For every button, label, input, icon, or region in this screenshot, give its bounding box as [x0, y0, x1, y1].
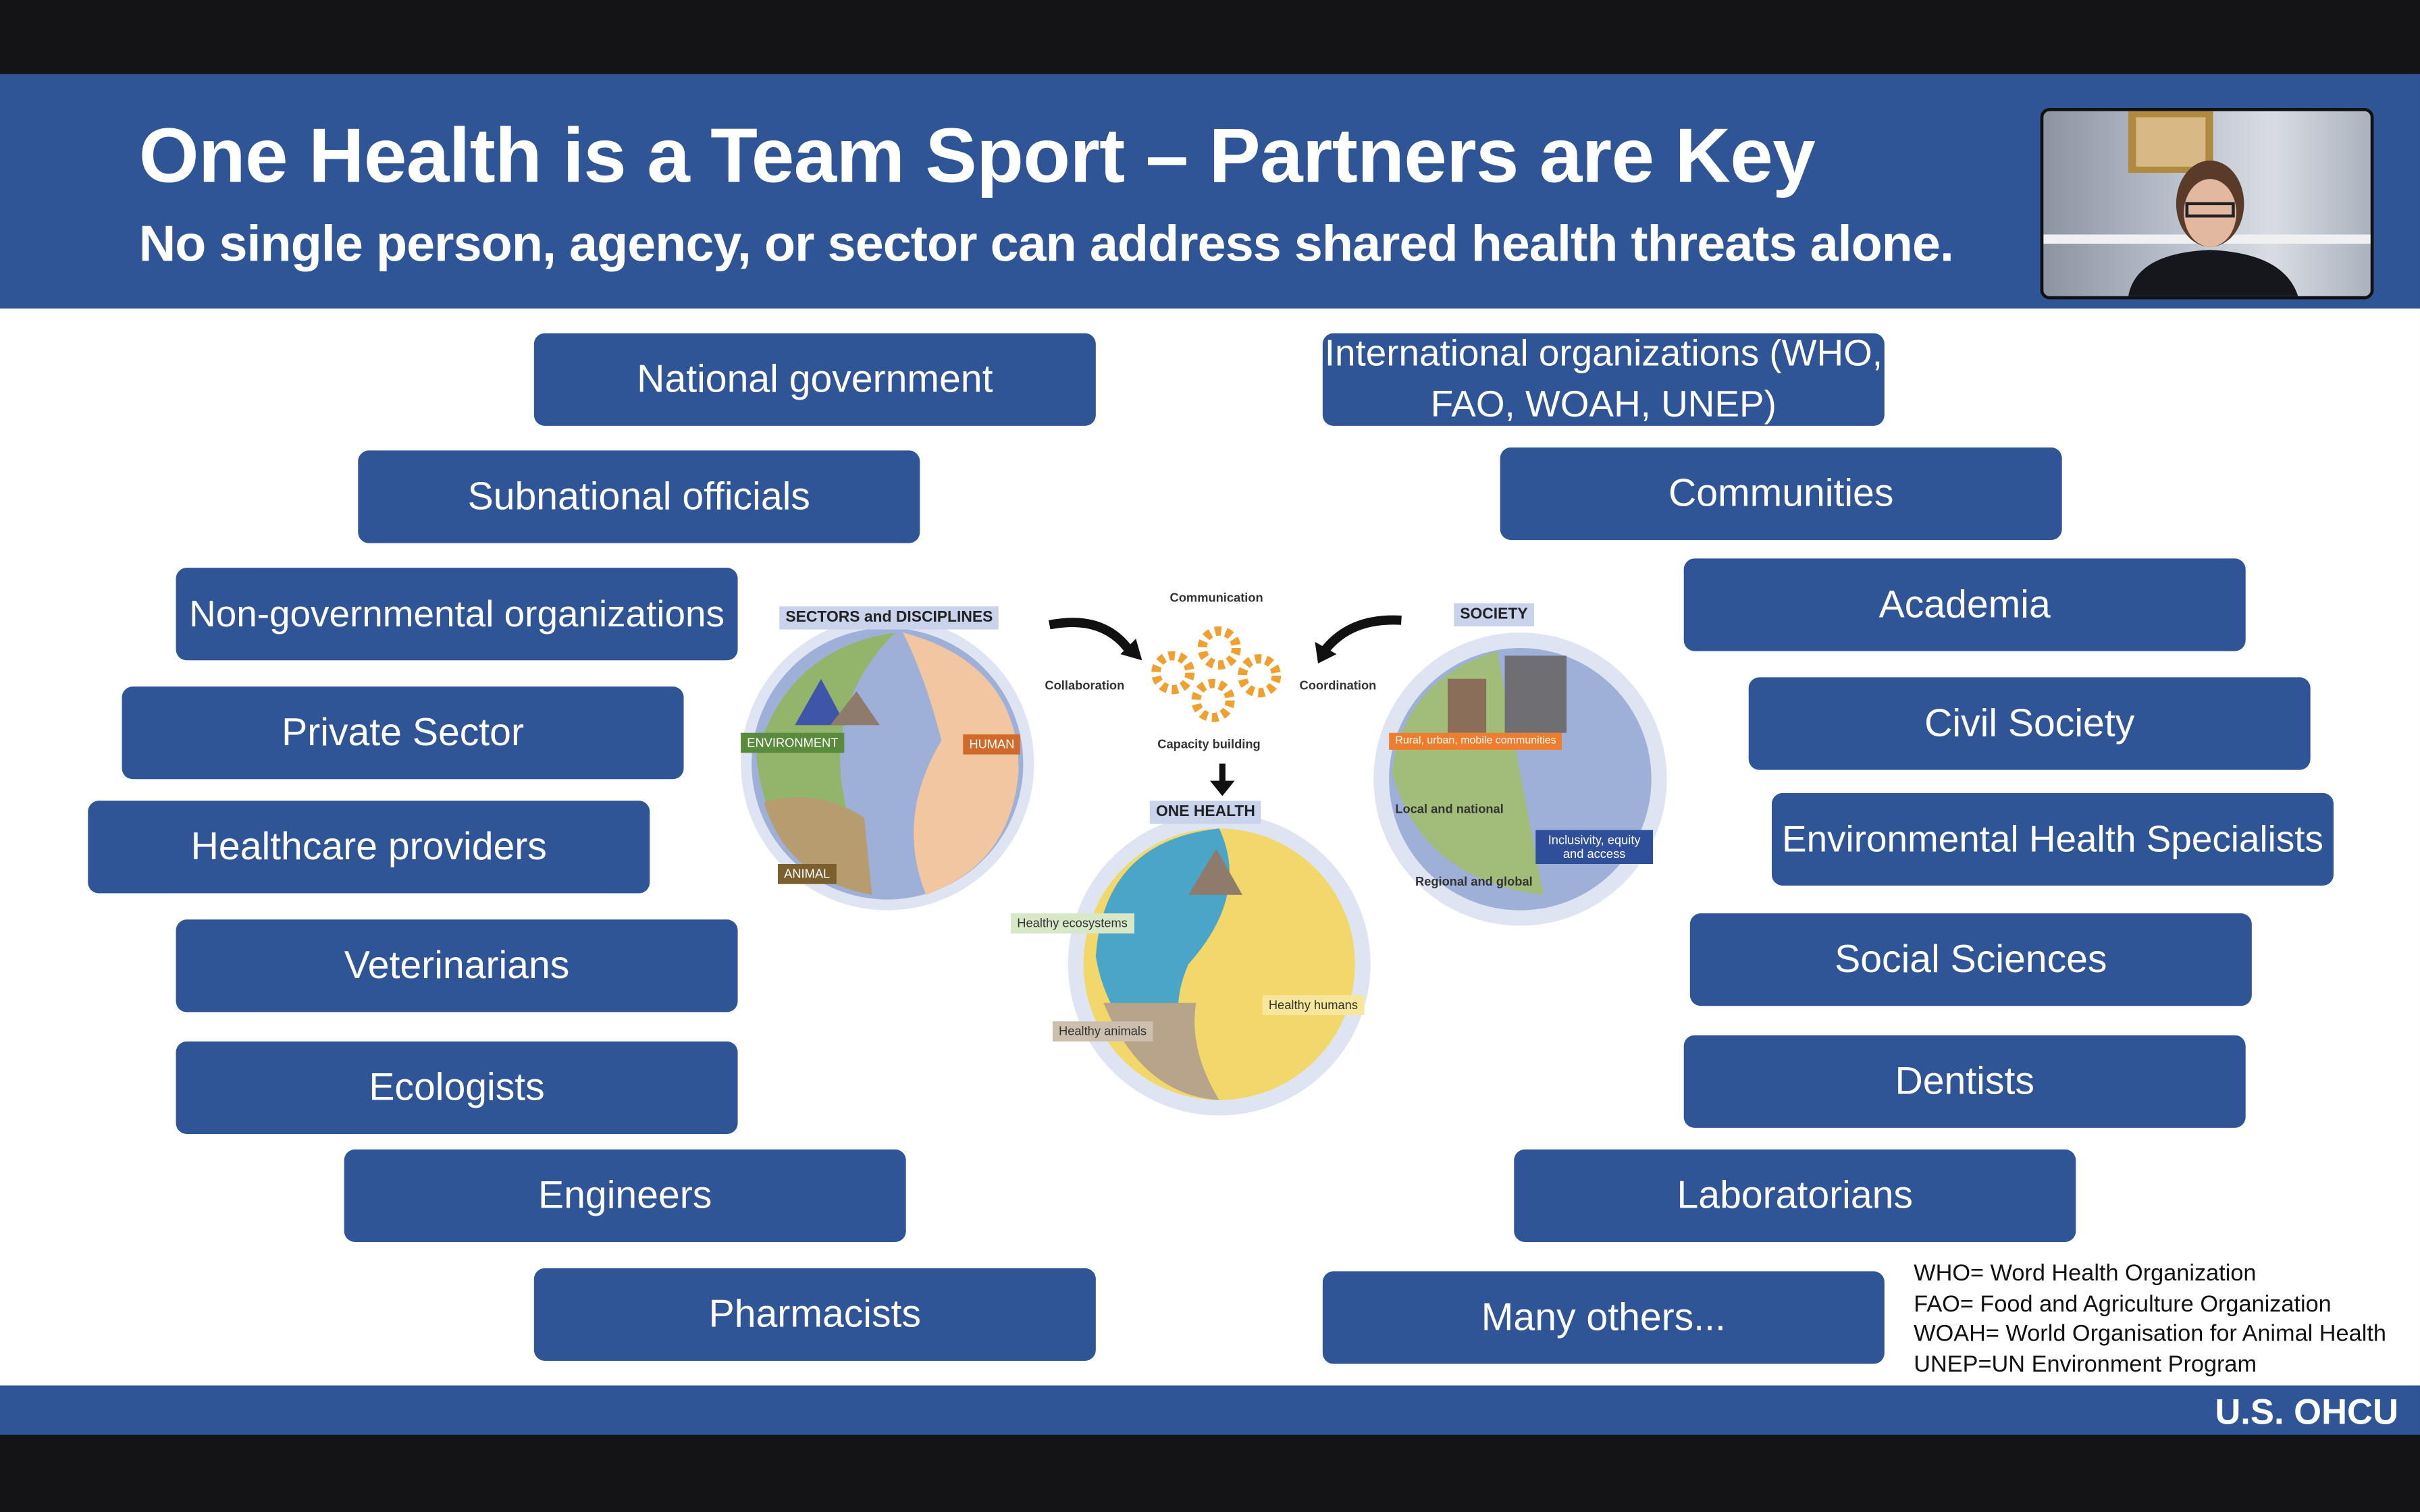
label-capacity-building: Capacity building [1157, 737, 1261, 752]
presenter-video [2040, 107, 2374, 300]
slide-header [0, 74, 2420, 309]
one-health-circle [1068, 813, 1371, 1116]
footnote-line: UNEP=UN Environment Program [1914, 1351, 2257, 1377]
footnote-line: WHO= Word Health Organization [1914, 1260, 2257, 1287]
label-animal: ANIMAL [777, 863, 837, 884]
partner-veterinarians: Veterinarians [176, 919, 738, 1013]
label-one-health: ONE HEALTH [1149, 801, 1262, 824]
partner-dentists: Dentists [1683, 1035, 2246, 1128]
partner-pharmacists: Pharmacists [533, 1268, 1096, 1361]
partner-international-organizations: International organizations (WHO, FAO, W… [1322, 333, 1885, 426]
label-healthy-humans: Healthy humans [1262, 995, 1365, 1015]
label-communication: Communication [1169, 591, 1263, 605]
footnote-line: WOAH= World Organisation for Animal Heal… [1914, 1320, 2386, 1347]
label-collaboration: Collaboration [1045, 678, 1125, 693]
sectors-circle [741, 617, 1034, 911]
arrow-left-icon [1048, 618, 1134, 654]
slide-title: One Health is a Team Sport – Partners ar… [138, 112, 1816, 199]
partner-many-others: Many others... [1322, 1271, 1885, 1364]
label-coordination: Coordination [1299, 678, 1377, 693]
label-local-national: Local and national [1395, 802, 1504, 817]
label-regional-global: Regional and global [1415, 874, 1533, 889]
partner-social-sciences: Social Sciences [1689, 913, 2252, 1006]
partner-healthcare-providers: Healthcare providers [88, 801, 650, 894]
arrow-right-icon [1320, 615, 1402, 654]
partner-academia: Academia [1683, 558, 2246, 651]
partner-environmental-health-specialists: Environmental Health Specialists [1771, 792, 2334, 886]
partner-ecologists: Ecologists [176, 1041, 738, 1134]
partner-private-sector: Private Sector [122, 686, 684, 780]
footnote-line: FAO= Food and Agriculture Organization [1914, 1290, 2332, 1317]
label-healthy-animals: Healthy animals [1052, 1021, 1153, 1042]
partner-subnational-officials: Subnational officials [358, 450, 920, 543]
partner-communities: Communities [1500, 447, 2062, 540]
label-society: SOCIETY [1454, 603, 1534, 626]
slide-footer [0, 1385, 2420, 1435]
label-human: HUMAN [963, 734, 1021, 755]
label-environment: ENVIRONMENT [741, 732, 845, 753]
slide-subtitle: No single person, agency, or sector can … [138, 214, 1954, 272]
label-communities: Rural, urban, mobile communities [1389, 732, 1562, 750]
gears-icon [1151, 626, 1282, 722]
abbreviations-footnote: WHO= Word Health Organization FAO= Food … [1914, 1259, 2386, 1379]
label-inclusivity: Inclusivity, equity and access [1535, 830, 1653, 864]
presenter-image [2043, 111, 2371, 296]
partner-ngos: Non-governmental organizations [176, 568, 738, 661]
partner-laboratorians: Laboratorians [1514, 1149, 2076, 1242]
label-healthy-ecosystems: Healthy ecosystems [1011, 913, 1134, 934]
partner-national-government: National government [533, 333, 1096, 426]
partner-engineers: Engineers [344, 1149, 906, 1242]
footer-brand: U.S. OHCU [2215, 1391, 2398, 1432]
label-sectors: SECTORS and DISCIPLINES [779, 606, 999, 630]
partner-civil-society: Civil Society [1748, 677, 2311, 770]
